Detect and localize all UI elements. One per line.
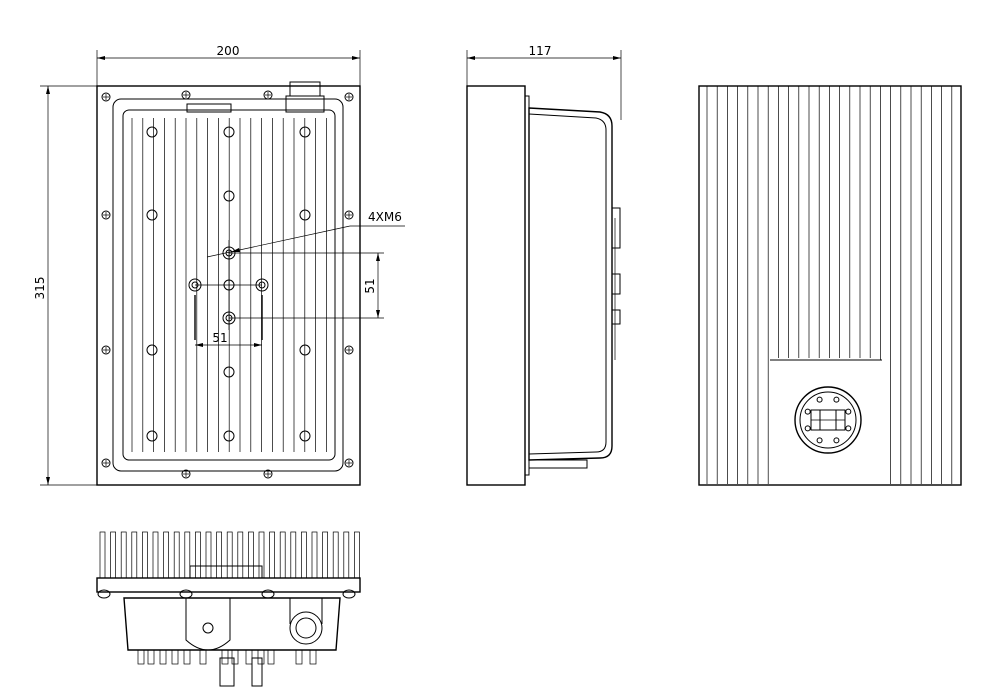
flange-bolt	[833, 396, 840, 403]
screw	[344, 458, 354, 468]
bottom-pins	[137, 649, 317, 687]
bottom-housing	[123, 597, 341, 651]
side-depth-label: 117	[529, 44, 552, 58]
front-plate-inner-rim	[112, 98, 344, 472]
front-view: 200 315	[33, 44, 405, 486]
pin	[231, 649, 239, 665]
fin-hole	[223, 190, 235, 202]
side-housing	[528, 107, 613, 461]
pin	[267, 649, 275, 665]
pin	[137, 649, 145, 665]
screw	[263, 90, 273, 100]
bottom-base-plate	[96, 577, 361, 593]
screw	[101, 92, 111, 102]
front-height-label: 315	[33, 277, 47, 300]
side-depth-dimension: 117	[466, 44, 622, 120]
fin-hole	[146, 126, 158, 138]
horizontal-spacing-label: 51	[212, 331, 227, 345]
screw	[181, 90, 191, 100]
pin	[171, 649, 179, 665]
flange-bolt	[816, 396, 823, 403]
pin	[183, 649, 191, 665]
pin	[245, 649, 253, 665]
screw	[263, 469, 273, 479]
bottom-plate-screws	[97, 589, 356, 599]
side-view: 117	[466, 44, 622, 486]
screw	[344, 345, 354, 355]
side-bottom-tab	[528, 459, 588, 469]
flange-bolt	[845, 408, 852, 415]
mounting-hole-pattern: 51 51 4XM6	[188, 210, 405, 347]
flange-bolt	[816, 437, 823, 444]
pin	[147, 649, 155, 665]
fin-hole	[223, 430, 235, 442]
back-fins	[706, 86, 953, 484]
bottom-mount-lug	[185, 598, 231, 651]
front-connector	[289, 81, 321, 97]
pin	[295, 649, 303, 665]
bottom-connector	[289, 598, 323, 645]
front-top-bracket	[186, 103, 232, 113]
front-height-dimension: 315	[33, 85, 97, 486]
back-view	[698, 85, 962, 486]
hole-callout-label: 4XM6	[368, 210, 402, 224]
flange-bolt	[833, 437, 840, 444]
back-outline	[698, 85, 962, 486]
front-fin-holes	[146, 126, 311, 442]
fin-hole	[146, 209, 158, 221]
pin	[199, 649, 207, 665]
side-connectors	[611, 207, 621, 360]
bottom-view	[96, 531, 361, 687]
pin	[257, 649, 265, 665]
fin-hole	[146, 430, 158, 442]
screw	[344, 210, 354, 220]
fin-hole	[299, 430, 311, 442]
screw	[101, 345, 111, 355]
fin-hole	[223, 366, 235, 378]
flange-bolt	[845, 425, 852, 432]
vertical-spacing-label: 51	[363, 278, 377, 293]
fin-hole	[299, 126, 311, 138]
front-perimeter-screws	[101, 90, 354, 479]
side-base-plate	[466, 85, 526, 486]
pin	[309, 649, 317, 665]
waveguide-flange	[794, 386, 862, 454]
front-plate-outline	[96, 85, 361, 486]
back-flat-area	[770, 360, 882, 484]
fin-hole	[146, 344, 158, 356]
fin-hole	[223, 126, 235, 138]
flange-bolt	[804, 425, 811, 432]
screw	[101, 458, 111, 468]
front-width-dimension: 200	[96, 44, 361, 88]
screw	[101, 210, 111, 220]
pin	[159, 649, 167, 665]
screw	[344, 92, 354, 102]
bottom-fins	[99, 531, 360, 579]
front-width-label: 200	[217, 44, 240, 58]
flange-bolt	[804, 408, 811, 415]
fin-hole	[299, 344, 311, 356]
screw	[181, 469, 191, 479]
front-heatsink-panel	[122, 109, 336, 461]
fin-hole	[299, 209, 311, 221]
pin	[221, 649, 229, 665]
